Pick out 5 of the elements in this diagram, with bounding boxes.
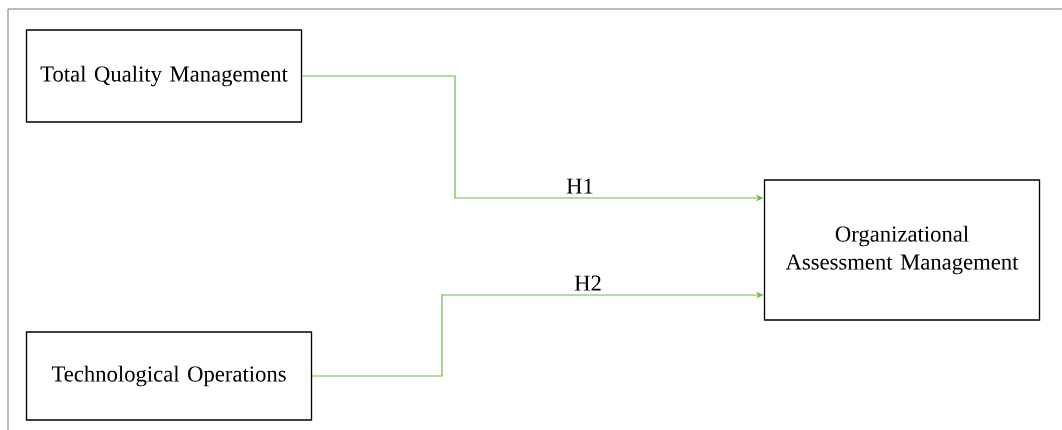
concept-box: Total Quality Management bbox=[25, 29, 303, 123]
concept-box: Technological Operations bbox=[25, 331, 313, 421]
edge-label: H1 bbox=[564, 177, 596, 195]
edge-label: H2 bbox=[572, 274, 604, 292]
concept-box: Organizational Assessment Management bbox=[763, 179, 1041, 321]
